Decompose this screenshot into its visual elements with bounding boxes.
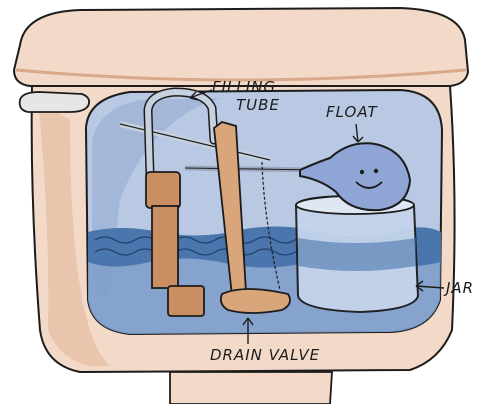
jar bbox=[296, 196, 418, 312]
label-float: FLOAT bbox=[326, 103, 379, 121]
label-filling: FILLING bbox=[212, 78, 276, 96]
label-jar: JAR bbox=[443, 279, 474, 297]
toilet-base bbox=[170, 372, 332, 404]
float-eye-right bbox=[374, 169, 378, 173]
label-tube: TUBE bbox=[236, 96, 280, 114]
drain-valve-flapper bbox=[221, 289, 290, 313]
flush-handle bbox=[20, 92, 89, 112]
float-eye-left bbox=[360, 170, 364, 174]
label-drain-valve: DRAIN VALVE bbox=[210, 346, 320, 364]
